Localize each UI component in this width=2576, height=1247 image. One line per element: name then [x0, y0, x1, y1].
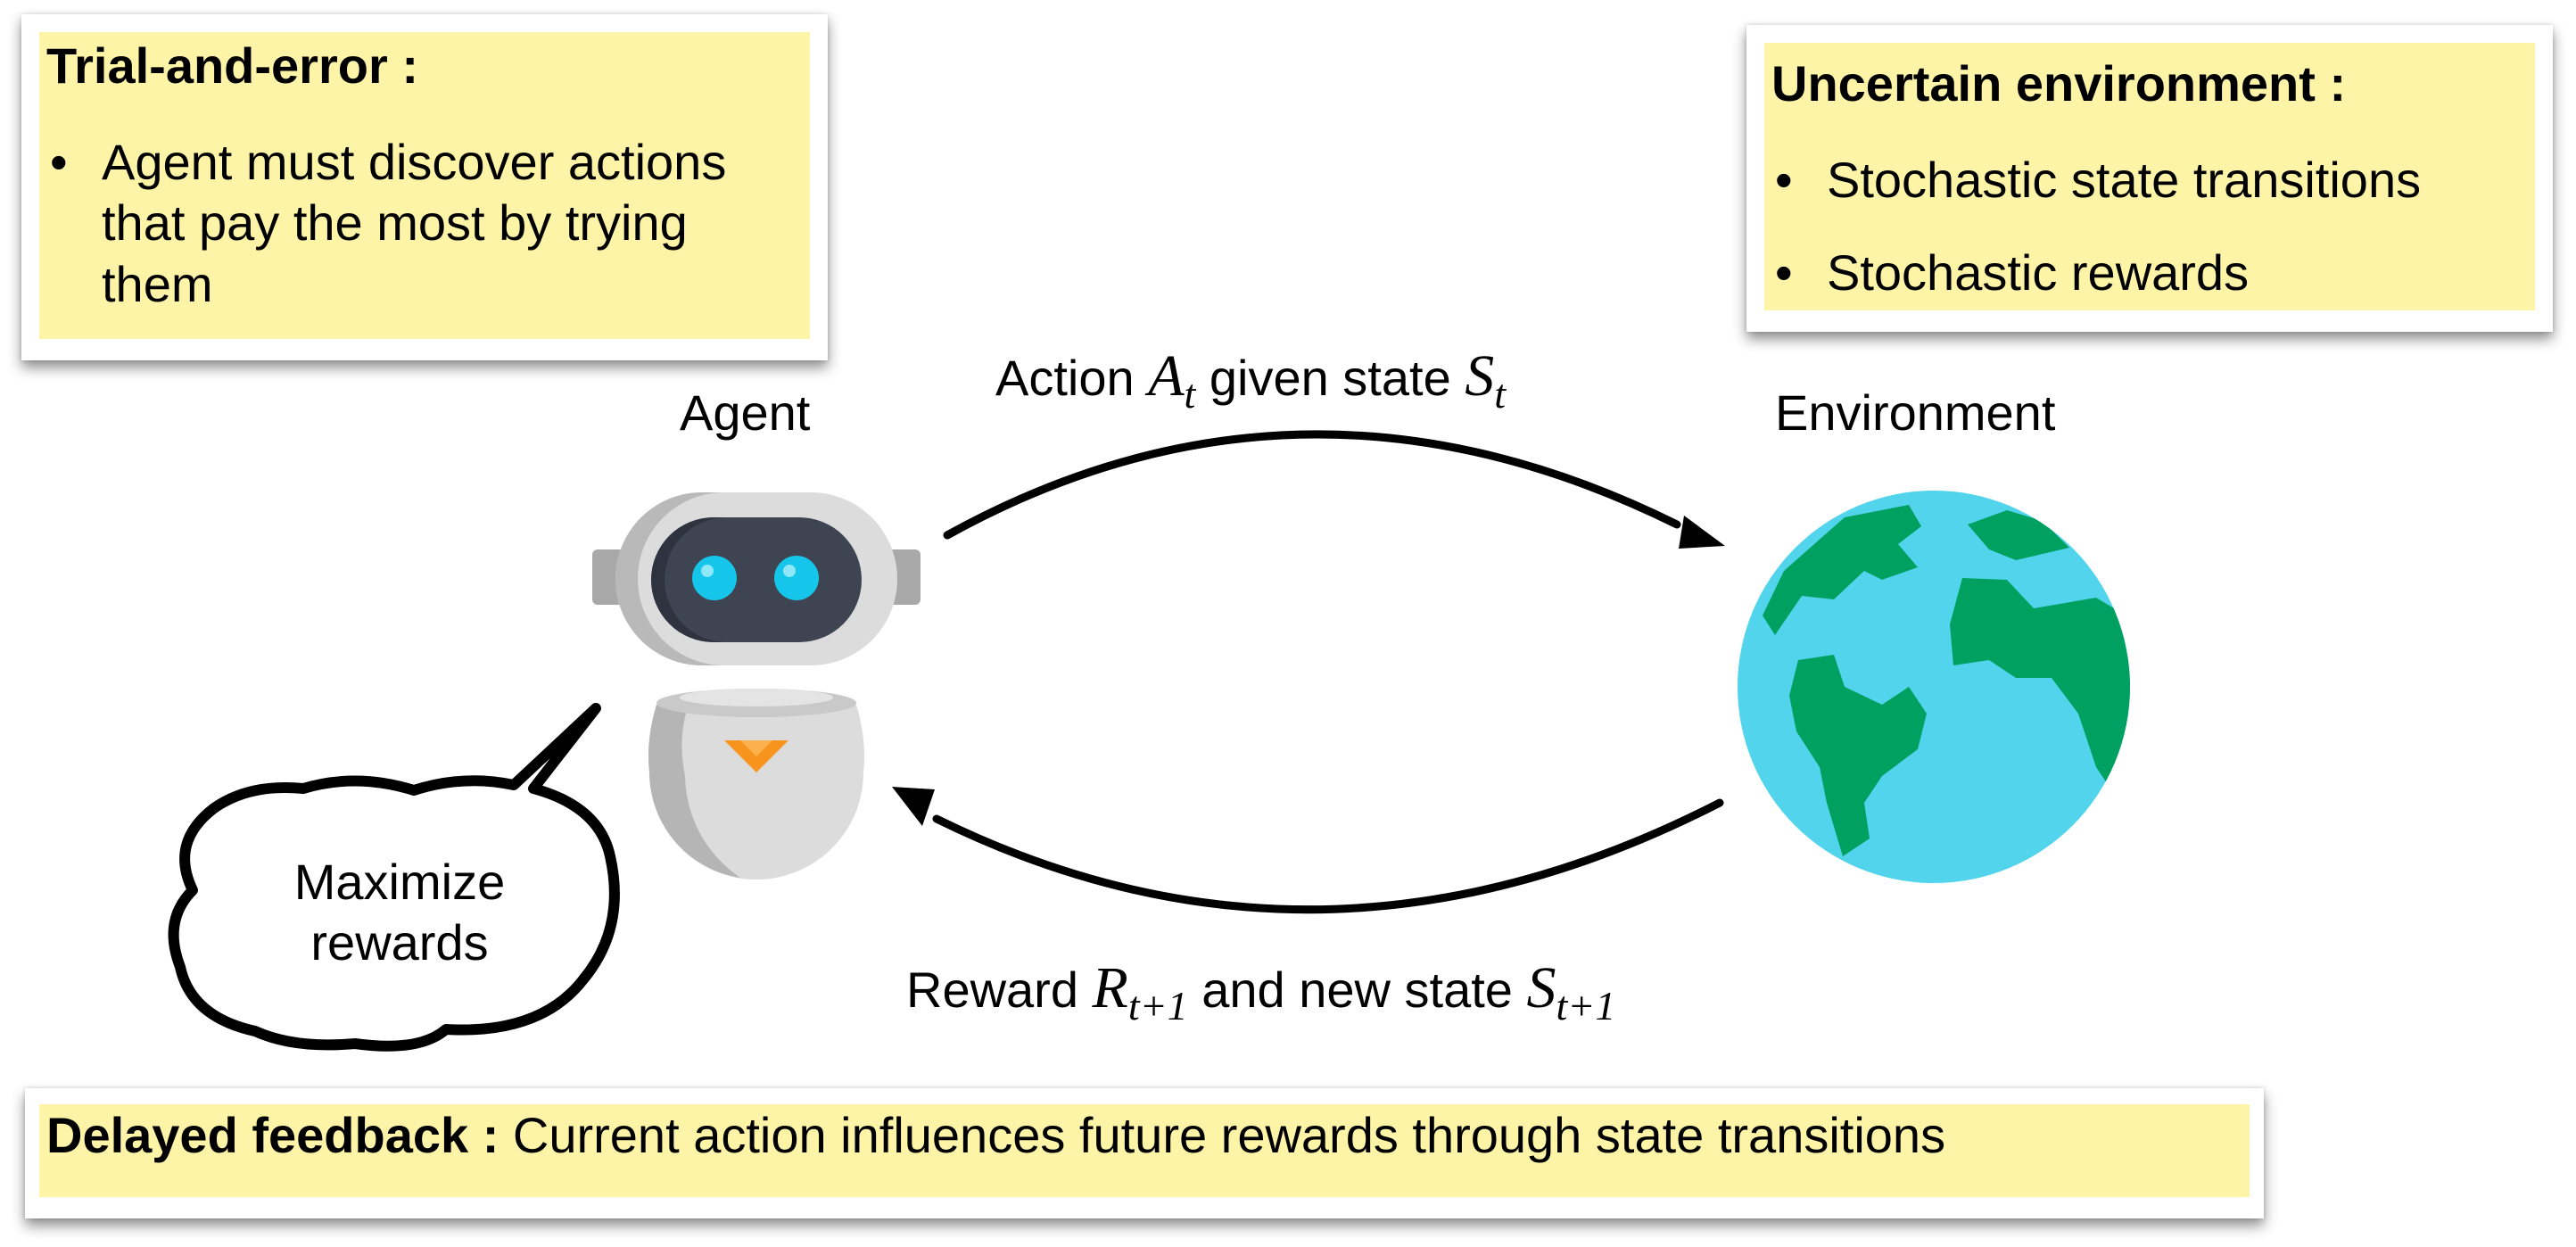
card-title: Trial-and-error : — [46, 37, 418, 94]
action-label: Action At given state St — [995, 343, 1506, 417]
card-title: Uncertain environment : — [1771, 55, 2347, 111]
action-subscript: t — [1184, 371, 1196, 417]
card-highlight — [39, 1104, 2250, 1197]
action-arrow — [943, 430, 1725, 549]
trial-and-error-card: Trial-and-error : • Agent must discover a… — [21, 14, 828, 360]
action-label-middle: given state — [1195, 350, 1466, 406]
reward-variable: Rt+1 — [1092, 955, 1188, 1028]
reward-label-prefix: Reward — [906, 962, 1093, 1018]
list-item-text: Agent must discover actions that pay the… — [102, 134, 727, 312]
card-highlight — [1764, 43, 2535, 310]
card-title: Delayed feedback : — [46, 1107, 500, 1163]
bullet: • — [1775, 152, 1793, 208]
reward-arrow — [892, 787, 1724, 914]
list-item: • Stochastic state transitions — [1771, 150, 2512, 211]
action-variable: At — [1148, 343, 1195, 417]
thought-line-1: Maximize — [294, 854, 505, 910]
environment-label: Environment — [1775, 384, 2056, 441]
list-item-text: Stochastic state transitions — [1827, 152, 2422, 208]
list-item: • Agent must discover actions that pay th… — [46, 132, 778, 315]
bullet: • — [1775, 244, 1793, 301]
state-variable: St — [1465, 343, 1506, 417]
reward-label-middle: and new state — [1187, 962, 1527, 1018]
reward-subscript: t+1 — [1127, 983, 1188, 1028]
agent-label: Agent — [680, 384, 811, 441]
thought-line-2: rewards — [310, 914, 488, 970]
card-bullet-list: • Stochastic state transitions • Stochasti… — [1771, 150, 2512, 336]
action-label-prefix: Action — [995, 350, 1149, 406]
bullet: • — [50, 134, 68, 190]
new-state-subscript: t+1 — [1556, 983, 1616, 1028]
thought-bubble — [168, 703, 620, 1052]
state-symbol: S — [1465, 343, 1495, 409]
list-item: • Stochastic rewards — [1771, 243, 2512, 303]
new-state-symbol: S — [1526, 955, 1556, 1020]
new-state-variable: St+1 — [1526, 955, 1616, 1028]
reward-symbol: R — [1092, 955, 1128, 1020]
globe-icon — [1738, 491, 2130, 883]
card-highlight — [39, 32, 810, 339]
uncertain-environment-card: Uncertain environment : • Stochastic stat… — [1746, 25, 2553, 332]
delayed-feedback-card: Delayed feedback : Current action influe… — [25, 1088, 2264, 1218]
reward-label: Reward Rt+1 and new state St+1 — [906, 954, 1615, 1029]
list-item-text: Stochastic rewards — [1827, 244, 2250, 301]
delayed-feedback-text: Current action influences future rewards… — [499, 1107, 1946, 1163]
card-bullet-list: • Agent must discover actions that pay th… — [46, 132, 778, 315]
action-symbol: A — [1148, 343, 1185, 409]
delayed-feedback-line: Delayed feedback : Current action influe… — [46, 1106, 1945, 1164]
robot-icon — [592, 492, 921, 880]
state-subscript: t — [1494, 371, 1507, 417]
